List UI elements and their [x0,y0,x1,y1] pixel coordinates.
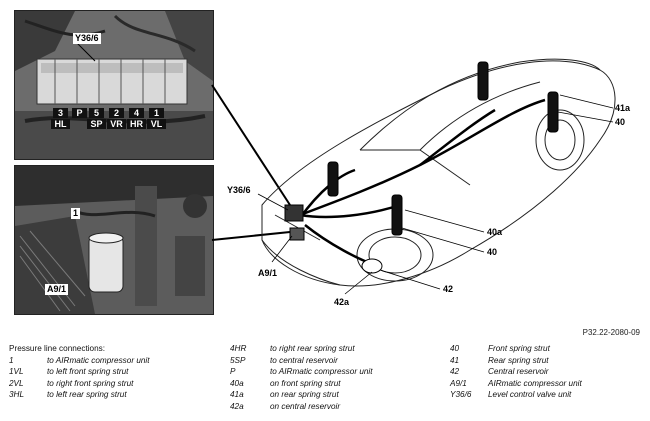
port-name-sp: SP [87,119,106,129]
legend-column-1: Pressure line connections: 1 to AIRmatic … [9,343,150,401]
legend-code: 1VL [9,367,24,376]
port-number-p: P [72,108,87,118]
legend-row: 3HL to left rear spring strut [9,389,150,401]
legend-code: 41 [450,355,460,365]
port-name-vr: VR [107,119,126,129]
legend-text: to right rear spring strut [270,344,355,353]
legend-text: on rear spring strut [270,390,339,399]
port-number-5: 5 [89,108,104,118]
callout-compressor: A9/1 [258,268,278,278]
legend-code: 41a [230,390,244,399]
legend-code: P [230,367,236,376]
legend-row: 42 Central reservoir [450,366,582,378]
legend-text: Level control valve unit [488,390,572,399]
legend-row: 40 Front spring strut [450,343,582,355]
legend-column-3: 40 Front spring strut 41 Rear spring strut… [450,343,582,401]
legend-row: 42a on central reservoir [230,401,373,413]
legend-code: 42a [230,401,244,411]
legend-code: 1 [9,355,14,365]
legend-code: 42 [450,367,460,376]
legend-code: 4HR [230,344,247,353]
legend-text: to left rear spring strut [47,390,127,399]
legend-text: Front spring strut [488,344,550,353]
callout-front-strut: 40 [487,247,498,257]
legend-row: 40a on front spring strut [230,378,373,390]
callout-valve-unit: Y36/6 [227,185,251,195]
legend-text: to right front spring strut [47,378,134,388]
legend-text: Rear spring strut [488,355,549,365]
legend-text: on front spring strut [270,378,341,388]
valve-unit-photo: Y36/6 3 HL P 5 SP 2 VR 4 HR 1 VL [14,10,214,160]
legend-row: 41 Rear spring strut [450,355,582,367]
callout-rear-strut: 40 [615,117,626,127]
legend-code: 2VL [9,378,24,388]
legend-row: 41a on rear spring strut [230,389,373,401]
legend-code: 5SP [230,355,246,365]
port-number-2: 2 [109,108,124,118]
legend-text: on central reservoir [270,401,341,411]
port-number-1: 1 [149,108,164,118]
port-number-4: 4 [129,108,144,118]
legend-code: 3HL [9,390,25,399]
port-number-3: 3 [53,108,68,118]
legend-text: to central reservoir [270,355,338,365]
port-name-hl: HL [51,119,70,129]
legend-row: 1 to AIRmatic compressor unit [9,355,150,367]
port-name-vl: VL [147,119,166,129]
callout-reservoir-line: 42a [334,297,350,307]
legend-row: 1VL to left front spring strut [9,366,150,378]
callout-front-line: 40a [487,227,503,237]
legend-row: A9/1 AIRmatic compressor unit [450,378,582,390]
legend-row: Y36/6 Level control valve unit [450,389,582,401]
legend-text: to AIRmatic compressor unit [47,355,150,365]
callout-rear-line: 41a [615,103,631,113]
compressor-photo: 1 A9/1 [14,165,214,315]
legend-row: 2VL to right front spring strut [9,378,150,390]
valve-unit-photo-drawing [15,11,213,159]
compressor-port-label: 1 [71,208,81,219]
legend-code: A9/1 [450,378,467,388]
legend-text: Central reservoir [488,367,549,376]
port-name-hr: HR [127,119,146,129]
compressor-unit-label: A9/1 [45,284,69,295]
legend-code: Y36/6 [450,390,472,399]
callout-reservoir: 42 [443,284,454,294]
legend-text: AIRmatic compressor unit [488,378,582,388]
legend-text: to AIRmatic compressor unit [270,367,373,376]
valve-unit-label: Y36/6 [73,33,101,44]
legend-heading: Pressure line connections: [9,344,106,353]
figure-reference-code: P32.22-2080-09 [582,328,640,337]
legend-code: 40a [230,378,244,388]
legend-row: 4HR to right rear spring strut [230,343,373,355]
legend-text: to left front spring strut [47,367,129,376]
legend-code: 40 [450,344,460,353]
legend-column-2: 4HR to right rear spring strut 5SP to cent… [230,343,373,412]
legend-row: 5SP to central reservoir [230,355,373,367]
